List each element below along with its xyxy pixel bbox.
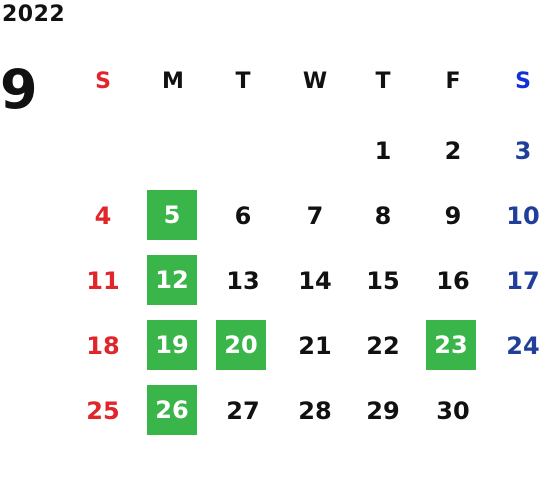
- day-cell-29[interactable]: 29: [366, 397, 400, 425]
- day-cell-26-highlighted[interactable]: 26: [147, 385, 197, 435]
- month-label: 9: [0, 58, 38, 121]
- day-cell-22[interactable]: 22: [366, 332, 400, 360]
- day-cell-25[interactable]: 25: [86, 397, 120, 425]
- day-cell-23-highlighted[interactable]: 23: [426, 320, 476, 370]
- day-cell-15[interactable]: 15: [366, 267, 400, 295]
- day-cell-16[interactable]: 16: [436, 267, 470, 295]
- weekday-header-tuesday: T: [235, 68, 251, 94]
- weekday-header-monday: M: [162, 68, 184, 94]
- day-cell-empty: [148, 126, 198, 176]
- day-cell-19-highlighted[interactable]: 19: [147, 320, 197, 370]
- day-cell-5-highlighted[interactable]: 5: [147, 190, 197, 240]
- day-cell-17[interactable]: 17: [506, 267, 540, 295]
- day-cell-20-highlighted[interactable]: 20: [216, 320, 266, 370]
- day-cell-1[interactable]: 1: [374, 137, 392, 165]
- day-cell-28[interactable]: 28: [298, 397, 332, 425]
- day-cell-4[interactable]: 4: [94, 202, 112, 230]
- weekday-header-thursday: T: [375, 68, 391, 94]
- day-cell-21[interactable]: 21: [298, 332, 332, 360]
- day-cell-14[interactable]: 14: [298, 267, 332, 295]
- day-cell-10[interactable]: 10: [506, 202, 540, 230]
- day-cell-9[interactable]: 9: [444, 202, 462, 230]
- day-cell-7[interactable]: 7: [306, 202, 324, 230]
- day-cell-8[interactable]: 8: [374, 202, 392, 230]
- day-cell-12-highlighted[interactable]: 12: [147, 255, 197, 305]
- day-cell-empty: [78, 126, 128, 176]
- day-cell-11[interactable]: 11: [86, 267, 120, 295]
- day-cell-18[interactable]: 18: [86, 332, 120, 360]
- day-cell-empty: [290, 126, 340, 176]
- day-cell-24[interactable]: 24: [506, 332, 540, 360]
- day-cell-empty: [218, 126, 268, 176]
- weekday-header-saturday: S: [515, 68, 531, 94]
- weekday-header-wednesday: W: [302, 68, 328, 94]
- day-cell-empty: [498, 386, 548, 436]
- day-cell-3[interactable]: 3: [514, 137, 532, 165]
- weekday-header-sunday: S: [95, 68, 111, 94]
- year-label: 2022: [2, 2, 66, 27]
- day-cell-30[interactable]: 30: [436, 397, 470, 425]
- day-cell-27[interactable]: 27: [226, 397, 260, 425]
- day-cell-2[interactable]: 2: [444, 137, 462, 165]
- weekday-header-friday: F: [445, 68, 461, 94]
- day-cell-6[interactable]: 6: [234, 202, 252, 230]
- day-cell-13[interactable]: 13: [226, 267, 260, 295]
